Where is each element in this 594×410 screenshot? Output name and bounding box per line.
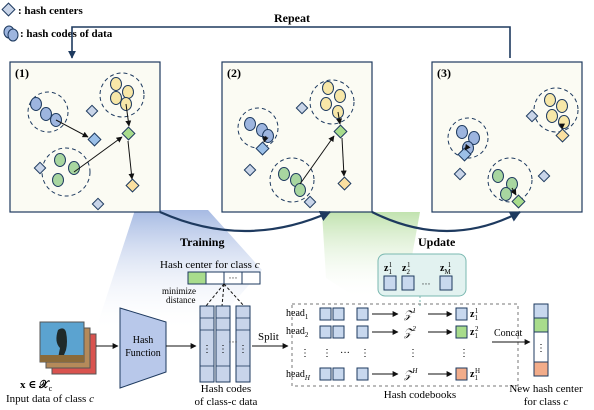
codebook-set-H: 𝒵H [403,367,418,381]
panel-2: (2) [221,61,373,213]
codes-vdots-2: ⋮ [218,344,228,355]
panel-3: (3) [431,61,583,213]
hash-code-legend-icon [3,25,19,42]
input-caption: Input data of class c [6,393,94,405]
update-label: Update [418,235,456,249]
yellow-codes [110,77,134,111]
head-1-label: head1 [286,308,309,321]
codebook-top-entries: z11 z21 zM1 ··· [383,261,453,291]
hash-function-label-1: Hash [133,335,154,346]
update-arc [371,211,521,232]
assignment-arrows [262,111,347,185]
head-row-2: head2 𝒵2 z12 [286,325,479,340]
panel-2-label: (2) [227,66,241,80]
codes-caption-2: of class-c data [195,396,258,408]
assignment-arrows [55,103,135,180]
hash-center-legend-icon [1,2,16,17]
codebook-set-2: 𝒵2 [403,325,416,339]
bird-silhouette [56,328,67,360]
hash-function-box [119,307,167,389]
new-center-caption-2: for class c [524,396,569,408]
green-cluster-outline [269,157,315,203]
repeat-label: Repeat [274,11,310,25]
hash-center-title: Hash center for class c [160,259,260,271]
svg-text:⋮: ⋮ [360,348,370,359]
head-row-H: headH 𝒵H z1H [286,367,480,382]
green-codes [492,169,518,201]
svg-text:⋮: ⋮ [459,348,469,359]
input-math: x ∈ 𝒳c [20,378,53,393]
head-2-label: head2 [286,326,309,339]
svg-text:⋮: ⋮ [322,348,332,359]
svg-text:···: ··· [340,348,350,359]
legend-codes-label: : hash codes of data [20,28,113,40]
codebooks-caption: Hash codebooks [384,389,456,401]
green-codes [278,167,306,197]
repeat-arrow [68,26,511,59]
minimize-label-2: distance [166,295,196,305]
hash-centers [453,109,570,209]
head-2-output: z12 [470,325,479,340]
green-codes [52,153,80,187]
head-row-1: head1 𝒵1 z11 [286,307,479,322]
panel-1: (1) [9,61,161,213]
codebooks-region [291,303,519,387]
hash-code-columns: ⋮ ⋮ ⋮ ··· [199,305,251,383]
codebook-set-1: 𝒵1 [403,307,416,321]
head-1-output: z11 [470,307,479,322]
hash-centers [243,101,352,209]
training-arc [159,210,332,233]
input-image-stack [39,321,97,375]
codes-vdots-1: ⋮ [202,344,212,355]
panel-3-label: (3) [437,66,451,80]
split-label: Split [258,331,279,343]
hash-function-label-2: Function [125,348,161,359]
codeword-2: z21 [402,261,411,276]
hash-centers [33,104,140,211]
repeat-loop: Repeat [68,11,511,59]
legend-centers-label: : hash centers [18,5,83,17]
legend: : hash centers : hash codes of data [1,2,113,42]
codebook-top-dots: ··· [422,279,431,289]
yellow-cluster-outline [309,79,355,125]
concat-label: Concat [494,328,523,339]
codes-vdots-3: ⋮ [238,344,248,355]
svg-text:⋮: ⋮ [408,348,418,359]
codes-hdots: ··· [229,337,238,347]
training-glow [95,210,262,332]
new-hash-center-vector [533,303,549,377]
head-ellipsis-row: ⋮ ⋮ ··· ⋮ ⋮ ⋮ [300,348,469,359]
codeword-M: zM1 [440,261,452,276]
panel-1-frame [9,61,161,213]
minimize-label-1: minimize [162,286,196,296]
panel-1-label: (1) [15,66,29,80]
hash-center-vector: ··· [187,271,261,285]
center-ellipsis: ··· [229,273,238,283]
green-cluster-outline [487,157,533,203]
codes-caption-1: Hash codes [201,383,251,395]
head-H-output: z1H [470,367,480,382]
blue-cluster-outline [27,91,69,133]
svg-text:⋮: ⋮ [300,348,310,359]
head-H-label: headH [286,369,311,382]
new-center-caption-1: New hash center [509,383,583,395]
yellow-cluster-outline [99,72,145,118]
assignment-arrows [464,123,565,196]
training-label: Training [180,235,224,249]
green-cluster-outline [41,147,91,197]
minimize-distance-lines [205,283,245,307]
codeword-1: z11 [384,261,393,276]
yellow-cluster-outline [533,87,579,133]
new-center-vdots: ⋮ [536,343,546,354]
